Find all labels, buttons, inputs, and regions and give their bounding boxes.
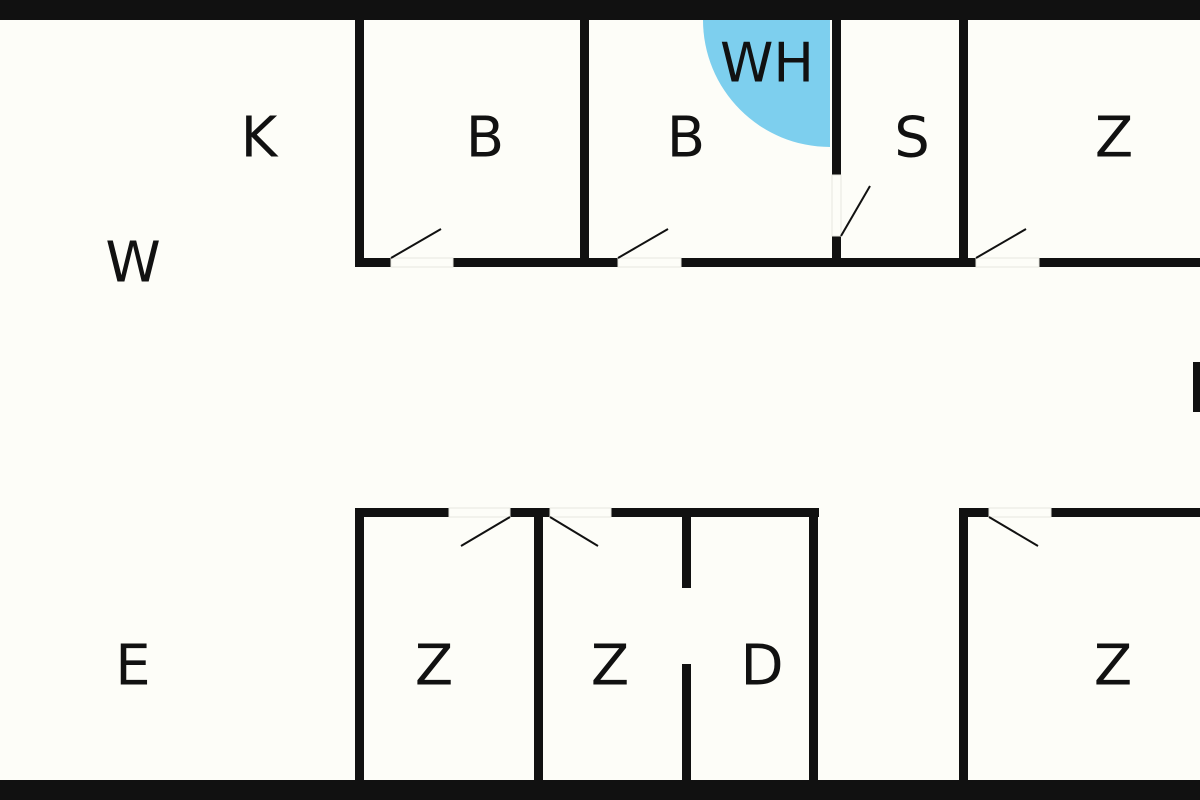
door-leaf-bath1 (390, 228, 442, 259)
door-opening-room-bottom-1 (448, 507, 511, 518)
wall-top-bath1-right (580, 20, 589, 267)
room-label-w: W (105, 231, 160, 296)
room-label-storage: S (894, 106, 930, 171)
door-leaf-room-top-right (975, 228, 1027, 259)
wall-top-bath1-left (355, 20, 364, 267)
door-leaf-room-bottom-2 (549, 516, 599, 547)
wall-bottom-room1-right (534, 508, 543, 780)
wall-bottom-room2-top (611, 508, 819, 517)
door-leaf-bath2 (617, 228, 669, 259)
wall-bottom-shower-lower (682, 664, 691, 780)
wall-top-room-right-left (959, 20, 968, 267)
wall-bottom-shower-upper (682, 508, 691, 588)
room-label-room-top-right: Z (1095, 106, 1133, 171)
outer-wall-right-stub (1193, 362, 1200, 412)
room-label-room-bottom-right: Z (1094, 634, 1132, 699)
wall-top-storage-left (832, 20, 841, 175)
room-labels: K W E B B WH S Z Z Z D Z (105, 32, 1133, 699)
door-opening-room-bottom-right (988, 507, 1052, 518)
room-label-bath-1: B (466, 106, 504, 171)
wall-top-room-right-bottom-b (1039, 258, 1200, 267)
wall-top-bath1-bottom-b (453, 258, 585, 267)
wall-top-storage-left-lower (832, 236, 841, 267)
wall-bottom-room-right-left (959, 508, 968, 780)
wall-top-room-right-bottom-a (959, 258, 976, 267)
door-leaf-room-bottom-right (988, 516, 1039, 547)
room-label-room-bottom-1: Z (415, 634, 453, 699)
door-opening-storage (831, 174, 842, 237)
wall-top-bath2-bottom-a (580, 258, 618, 267)
outer-wall-bottom (0, 780, 1200, 800)
room-label-shower: D (740, 634, 783, 699)
doors (390, 174, 1052, 547)
room-label-bath-2: B (667, 106, 705, 171)
room-label-water-heater: WH (720, 32, 814, 95)
door-opening-bath1 (390, 257, 454, 268)
door-opening-room-bottom-2 (549, 507, 612, 518)
door-opening-bath2 (617, 257, 682, 268)
wall-bottom-shower-right (809, 508, 818, 780)
wall-top-bath2-bottom-b (681, 258, 967, 267)
room-label-k: K (241, 106, 279, 171)
wall-bottom-room1-top-a (355, 508, 449, 517)
outer-wall-top (0, 0, 1200, 20)
water-heater-shape (703, 20, 830, 147)
door-leaf-room-bottom-1 (460, 516, 511, 547)
wall-bottom-room1-top-b (510, 508, 550, 517)
wall-bottom-room-right-top-b (1051, 508, 1200, 517)
room-label-e: E (115, 634, 150, 699)
door-leaf-storage (840, 185, 871, 237)
wall-top-bath1-bottom-a (355, 258, 391, 267)
room-label-room-bottom-2: Z (591, 634, 629, 699)
wall-bottom-room-right-top-a (959, 508, 989, 517)
wall-bottom-room1-left (355, 508, 364, 780)
door-opening-room-top-right (975, 257, 1040, 268)
